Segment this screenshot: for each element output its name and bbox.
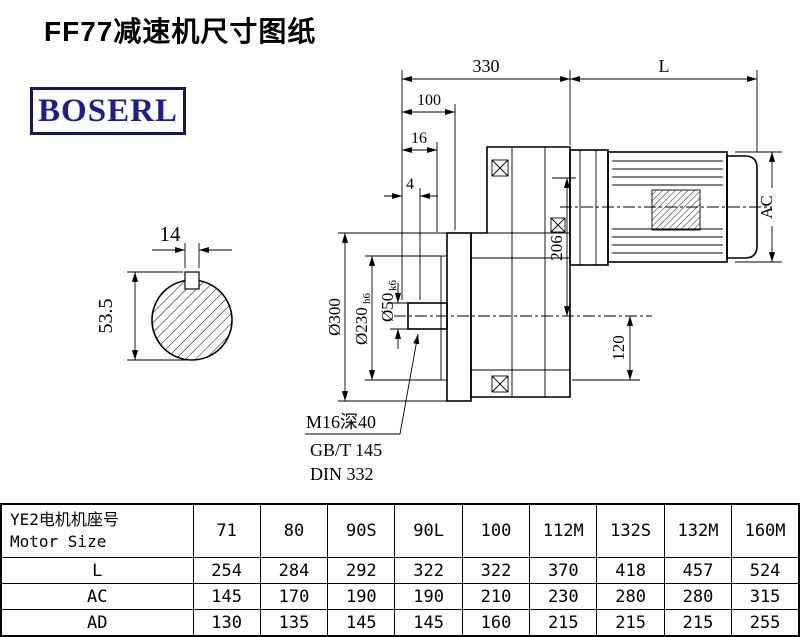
col-header: 132M: [663, 503, 733, 558]
dimension-100: 100: [402, 92, 456, 230]
dimension-shaft-diameter: Ø50 k6: [378, 280, 408, 349]
tapped-hole-notes: M16深40 GB/T 145 DIN 332: [305, 333, 420, 484]
dia-230-label: Ø230: [352, 307, 371, 345]
key-width-label: 14: [160, 222, 182, 246]
bolt-hole-mark: [491, 375, 509, 393]
table-header-row: YE2电机机座号 Motor Size 71 80 90S 90L 100 11…: [0, 503, 800, 558]
col-header: 132S: [596, 503, 665, 558]
table-cell: 135: [259, 609, 329, 637]
table-cell: 215: [529, 609, 598, 637]
row-label: AC: [0, 583, 194, 610]
row-label: L: [0, 557, 194, 584]
dimension-330-and-L: 330 L: [401, 56, 758, 300]
key-height-label: 53.5: [95, 299, 117, 334]
table-cell: 254: [192, 557, 261, 584]
motor-adapter: [569, 149, 609, 266]
gear-unit-view: [394, 146, 772, 402]
table-cell: 210: [461, 583, 531, 610]
table-cell: 322: [394, 557, 463, 584]
fan-cowl: [726, 155, 758, 259]
table-cell: 280: [596, 583, 665, 610]
dimension-206: 206: [547, 177, 576, 316]
col-header: 90L: [394, 503, 463, 558]
table-cell: 145: [327, 609, 396, 637]
motor-size-header: YE2电机机座号 Motor Size: [0, 503, 194, 558]
dimension-flange-diameter: Ø300: [325, 232, 447, 402]
col-header: 112M: [529, 503, 598, 558]
table-cell: 215: [663, 609, 733, 637]
table-cell: 280: [663, 583, 733, 610]
dia-50-tolerance: k6: [387, 280, 399, 292]
bolt-hole-mark: [550, 217, 566, 233]
dimension-key-height: 53.5: [95, 271, 192, 361]
dimension-120: 120: [572, 316, 640, 381]
table-cell: 170: [259, 583, 329, 610]
gear-housing: [470, 146, 571, 398]
table-cell: 145: [394, 609, 463, 637]
motor-dimension-table: YE2电机机座号 Motor Size 71 80 90S 90L 100 11…: [0, 503, 800, 637]
brand-logo: BOSERL: [30, 87, 186, 135]
col-header: 71: [192, 503, 261, 558]
table-cell: 284: [259, 557, 329, 584]
dim-120-label: 120: [609, 335, 628, 361]
dim-L-label: L: [659, 56, 670, 76]
note-din-standard: DIN 332: [310, 464, 374, 484]
table-cell: 457: [663, 557, 733, 584]
dimension-key-width: 14: [152, 222, 232, 268]
table-cell: 190: [394, 583, 463, 610]
dim-206-label: 206: [547, 235, 566, 261]
table-row-L: L 254 284 292 322 322 370 418 457 524: [0, 557, 800, 584]
dim-100-label: 100: [417, 92, 441, 109]
flange-spigot: [440, 255, 448, 381]
table-row-AD: AD 130 135 145 145 160 215 215 215 255: [0, 609, 800, 637]
technical-drawing: 14 53.5: [95, 56, 782, 484]
motor-stator-block: [651, 189, 701, 231]
table-cell: 130: [192, 609, 261, 637]
table-cell: 255: [731, 609, 800, 637]
dim-330-label: 330: [473, 56, 500, 76]
dimension-4: 4: [384, 176, 438, 300]
table-cell: 370: [529, 557, 598, 584]
table-cell: 292: [327, 557, 396, 584]
page-title: FF77减速机尺寸图纸: [44, 16, 317, 47]
col-header: 100: [461, 503, 531, 558]
brand-logo-text: BOSERL: [38, 92, 178, 129]
table-cell: 160: [461, 609, 531, 637]
table-cell: 322: [461, 557, 531, 584]
table-cell: 190: [327, 583, 396, 610]
table-cell: 230: [529, 583, 598, 610]
dimension-16: 16: [402, 130, 438, 232]
dimension-spigot-diameter: Ø230 h6: [352, 255, 441, 381]
table-cell: 215: [596, 609, 665, 637]
dim-4-label: 4: [406, 176, 414, 193]
dia-230-tolerance: h6: [361, 293, 373, 305]
col-header: 160M: [731, 503, 800, 558]
dia-50-label: Ø50: [378, 293, 397, 322]
row-label: AD: [0, 609, 194, 637]
output-flange: [446, 232, 472, 402]
bolt-hole-mark: [491, 159, 509, 177]
dia-300-label: Ø300: [325, 298, 344, 336]
note-gb-standard: GB/T 145: [310, 440, 382, 460]
dimension-AC: AC: [735, 151, 782, 263]
col-header: 80: [259, 503, 329, 558]
table-cell: 524: [731, 557, 800, 584]
table-row-AC: AC 145 170 190 190 210 230 280 280 315: [0, 583, 800, 610]
col-header: 90S: [327, 503, 396, 558]
dim-16-label: 16: [411, 130, 427, 147]
table-cell: 418: [596, 557, 665, 584]
note-thread: M16深40: [306, 412, 376, 432]
table-cell: 315: [731, 583, 800, 610]
table-cell: 145: [192, 583, 261, 610]
shaft-cross-section: [151, 271, 233, 361]
dim-AC-label: AC: [757, 195, 776, 219]
